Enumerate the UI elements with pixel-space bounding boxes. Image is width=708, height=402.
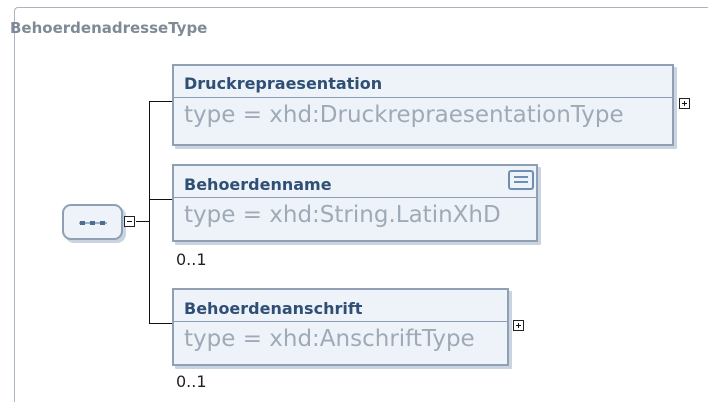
connector-line <box>136 221 150 222</box>
occurrence-label: 0..1 <box>176 250 207 269</box>
element-separator <box>174 97 672 98</box>
sequence-collapse-icon[interactable] <box>124 216 135 227</box>
element-name: Behoerdenname <box>184 175 332 194</box>
occurrence-label: 0..1 <box>176 372 207 391</box>
element-type: type = xhd:DruckrepraesentationType <box>184 102 624 128</box>
complex-type-frame <box>14 7 708 402</box>
element-behoerdenanschrift[interactable]: Behoerdenanschrift type = xhd:AnschriftT… <box>172 288 509 366</box>
element-name: Druckrepraesentation <box>184 74 383 93</box>
element-name: Behoerdenanschrift <box>184 299 363 318</box>
element-separator <box>174 197 536 198</box>
connector-line <box>149 199 172 200</box>
sequence-compositor-icon <box>79 221 107 225</box>
expand-plus-icon[interactable] <box>513 320 524 331</box>
element-separator <box>174 321 507 322</box>
connector-line <box>149 101 172 102</box>
complex-type-title: BehoerdenadresseType <box>10 19 208 37</box>
element-behoerdenname[interactable]: Behoerdenname type = xhd:String.LatinXhD <box>172 164 538 242</box>
element-druckrepraesentation[interactable]: Druckrepraesentation type = xhd:Druckrep… <box>172 64 674 146</box>
connector-line <box>149 323 172 324</box>
expand-plus-icon[interactable] <box>679 98 690 109</box>
sequence-compositor[interactable] <box>62 204 123 240</box>
documentation-icon[interactable] <box>508 170 534 190</box>
sequence-bracket <box>149 101 150 324</box>
element-type: type = xhd:String.LatinXhD <box>184 202 501 228</box>
element-type: type = xhd:AnschriftType <box>184 326 475 352</box>
